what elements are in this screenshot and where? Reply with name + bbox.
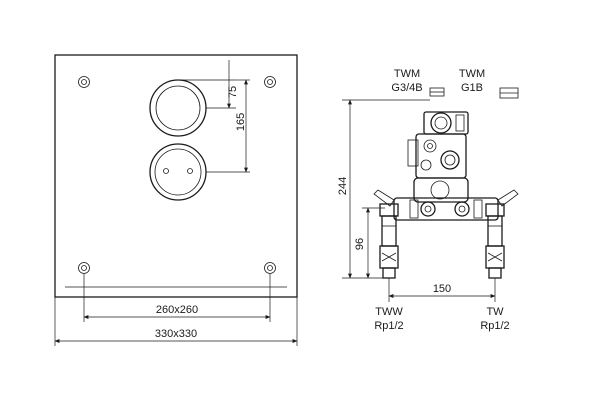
fitting-symbol-g1b xyxy=(499,87,519,99)
dim-75: 75 xyxy=(178,60,239,109)
label-twm-g1b-line2: G1B xyxy=(461,82,483,94)
fitting-symbol-g34b xyxy=(429,87,445,97)
dim-150-label: 150 xyxy=(433,283,451,295)
dim-330: 330x330 xyxy=(54,297,298,346)
dim-150: 150 xyxy=(388,278,496,302)
screw-top-right xyxy=(264,76,276,88)
dim-165: 165 xyxy=(206,79,250,173)
label-tw-line2: Rp1/2 xyxy=(480,320,509,332)
screw-bottom-left xyxy=(78,262,90,274)
label-twm-g34b-line2: G3/4B xyxy=(391,82,422,94)
valve-assembly xyxy=(373,111,519,279)
dim-96: 96 xyxy=(354,207,385,279)
upper-opening xyxy=(149,79,207,137)
dim-244: 244 xyxy=(337,99,430,279)
dim-75-label: 75 xyxy=(227,86,239,98)
front-view: 75 165 260x260 330x330 xyxy=(54,54,298,346)
dim-330-label: 330x330 xyxy=(155,328,197,340)
label-twm-g1b-line1: TWM xyxy=(459,68,485,80)
outer-plate xyxy=(54,54,298,298)
screw-top-left xyxy=(78,76,90,88)
side-view: TWM G3/4B TWM G1B 244 96 xyxy=(337,68,519,332)
label-tww-line2: Rp1/2 xyxy=(374,320,403,332)
label-tw-line1: TW xyxy=(486,306,504,318)
dim-165-label: 165 xyxy=(235,113,247,131)
dim-96-label: 96 xyxy=(354,238,366,250)
label-tww-line1: TWW xyxy=(375,306,403,318)
dim-244-label: 244 xyxy=(337,177,349,195)
dim-260: 260x260 xyxy=(83,274,271,322)
screw-bottom-right xyxy=(264,262,276,274)
label-twm-g34b-line1: TWM xyxy=(394,68,420,80)
dim-260-label: 260x260 xyxy=(156,304,198,316)
lower-knob xyxy=(149,143,207,201)
